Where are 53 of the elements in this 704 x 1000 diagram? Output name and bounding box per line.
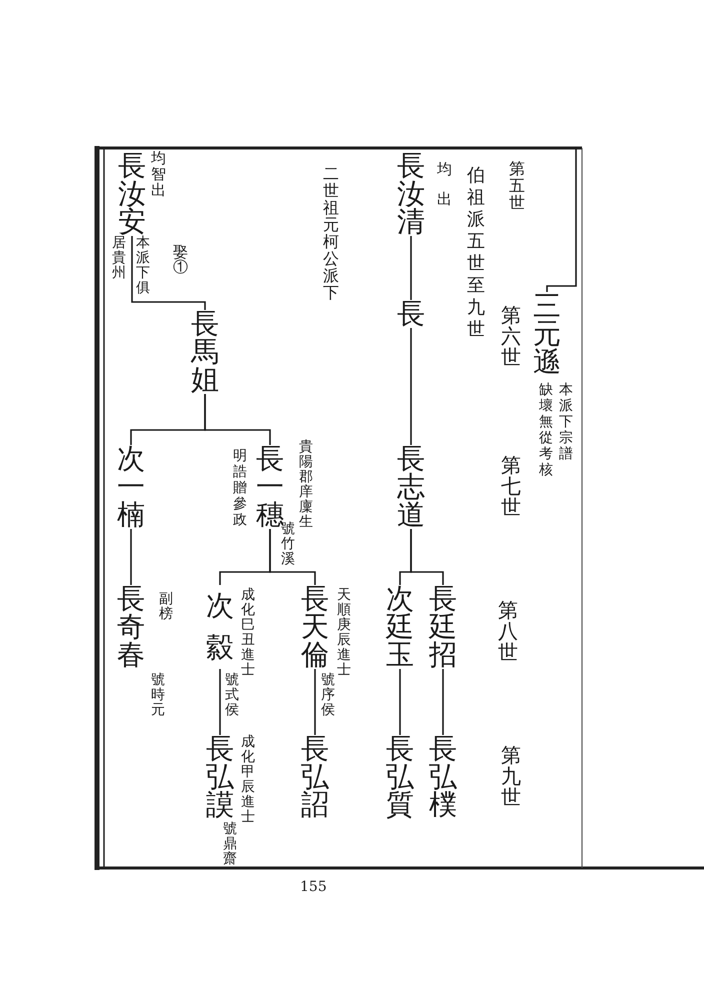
person-name: 次縠 <box>205 585 235 669</box>
person-name: 長廷招 <box>428 585 458 669</box>
annotation: 副榜 <box>158 592 174 622</box>
annotation: 號竹溪 <box>281 522 296 567</box>
annotation: 成化甲辰進士 <box>240 735 256 825</box>
person-name: 長弘質 <box>385 735 415 819</box>
connector-line <box>131 236 206 310</box>
note-text: 第八世 <box>497 600 519 663</box>
person-name: 次廷玉 <box>385 585 415 669</box>
person-name: 長奇春 <box>116 585 146 669</box>
note-text: 二世祖元柯公派下 <box>322 165 340 301</box>
person-name: 長汝安 <box>117 152 147 236</box>
person-name: 長 <box>396 300 426 328</box>
annotation: 缺壞無從考核 <box>538 382 554 478</box>
annotation: 均出 <box>436 159 453 210</box>
connector-line <box>410 236 412 300</box>
person-name: 長汝清 <box>396 152 426 236</box>
note-text: 娶① <box>172 245 189 275</box>
connector-line <box>399 529 412 585</box>
person-name: 長志道 <box>396 445 426 529</box>
person-name: 長馬姐 <box>190 310 220 394</box>
annotation: 均智出 <box>150 150 167 198</box>
person-name: 長弘樸 <box>428 735 458 819</box>
note-text: 伯祖派五世至九世 <box>466 165 486 341</box>
annotation: 號鼎齋 <box>222 822 238 867</box>
person-name: 次一楠 <box>116 445 146 529</box>
annotation: 號時元 <box>150 673 166 718</box>
annotation: 貴陽郡庠廩生 <box>298 440 314 530</box>
person-name: 三元遜 <box>532 292 562 376</box>
person-name: 長弘謨 <box>205 735 235 819</box>
note-text: 第七世 <box>500 455 522 518</box>
page-number: 155 <box>300 880 327 894</box>
annotation: 本派下宗譜 <box>558 382 574 462</box>
annotation: 成化巳丑進士 <box>240 588 256 678</box>
connector-line <box>130 529 132 585</box>
connector-line <box>314 669 316 735</box>
annotation: 天順庚辰進士 <box>336 588 352 678</box>
annotation: 明誥贈參政 <box>232 448 248 528</box>
connector-line <box>219 529 271 585</box>
person-name: 長天倫 <box>300 585 330 669</box>
connector-line <box>130 394 206 445</box>
connector-line <box>546 148 577 292</box>
connector-line <box>399 669 401 735</box>
person-name: 長弘詔 <box>300 735 330 819</box>
connector-line <box>219 669 221 735</box>
note-text: 第六世 <box>500 305 522 368</box>
annotation: 本派下俱居貴州 <box>111 236 151 296</box>
annotation: 號式侯 <box>224 673 240 718</box>
connector-line <box>442 669 444 735</box>
connector-line <box>410 328 412 445</box>
annotation: 號序侯 <box>320 673 336 718</box>
note-text: 第五世 <box>508 160 526 211</box>
note-text: 第九世 <box>500 745 522 808</box>
